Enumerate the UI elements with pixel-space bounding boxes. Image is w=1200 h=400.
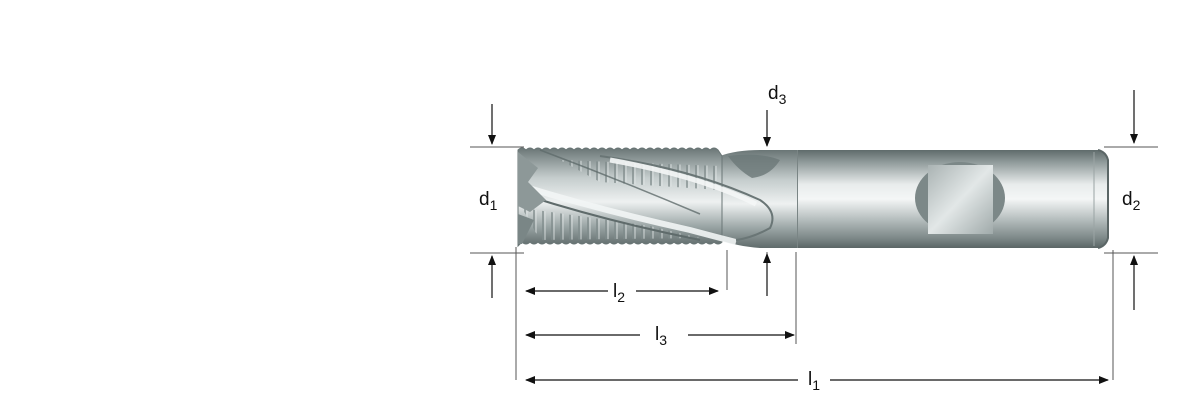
label-d3-sub: 3 <box>778 91 787 107</box>
shank <box>796 149 1109 249</box>
label-d3-base: d <box>768 83 779 104</box>
label-l1-base: l <box>808 369 813 390</box>
label-l3-sub: 3 <box>659 332 668 348</box>
label-d2: d2 <box>1122 190 1140 212</box>
label-l2: l2 <box>613 282 625 304</box>
weldon-flat <box>928 165 993 234</box>
label-d1: d1 <box>479 190 497 212</box>
label-d2-base: d <box>1122 189 1133 210</box>
label-l3-base: l <box>655 324 660 345</box>
label-l3: l3 <box>655 325 667 347</box>
label-d3: d3 <box>768 84 786 106</box>
label-l1: l1 <box>808 370 820 392</box>
label-l1-sub: 1 <box>812 377 821 393</box>
extension-lines <box>470 146 1158 380</box>
label-l2-base: l <box>613 281 618 302</box>
fluted-cutting-part <box>517 147 774 248</box>
label-l2-sub: 2 <box>617 289 626 305</box>
dimension-arrows <box>488 90 1138 384</box>
label-d2-sub: 2 <box>1132 197 1141 213</box>
label-d1-sub: 1 <box>489 197 498 213</box>
label-d1-base: d <box>479 189 490 210</box>
